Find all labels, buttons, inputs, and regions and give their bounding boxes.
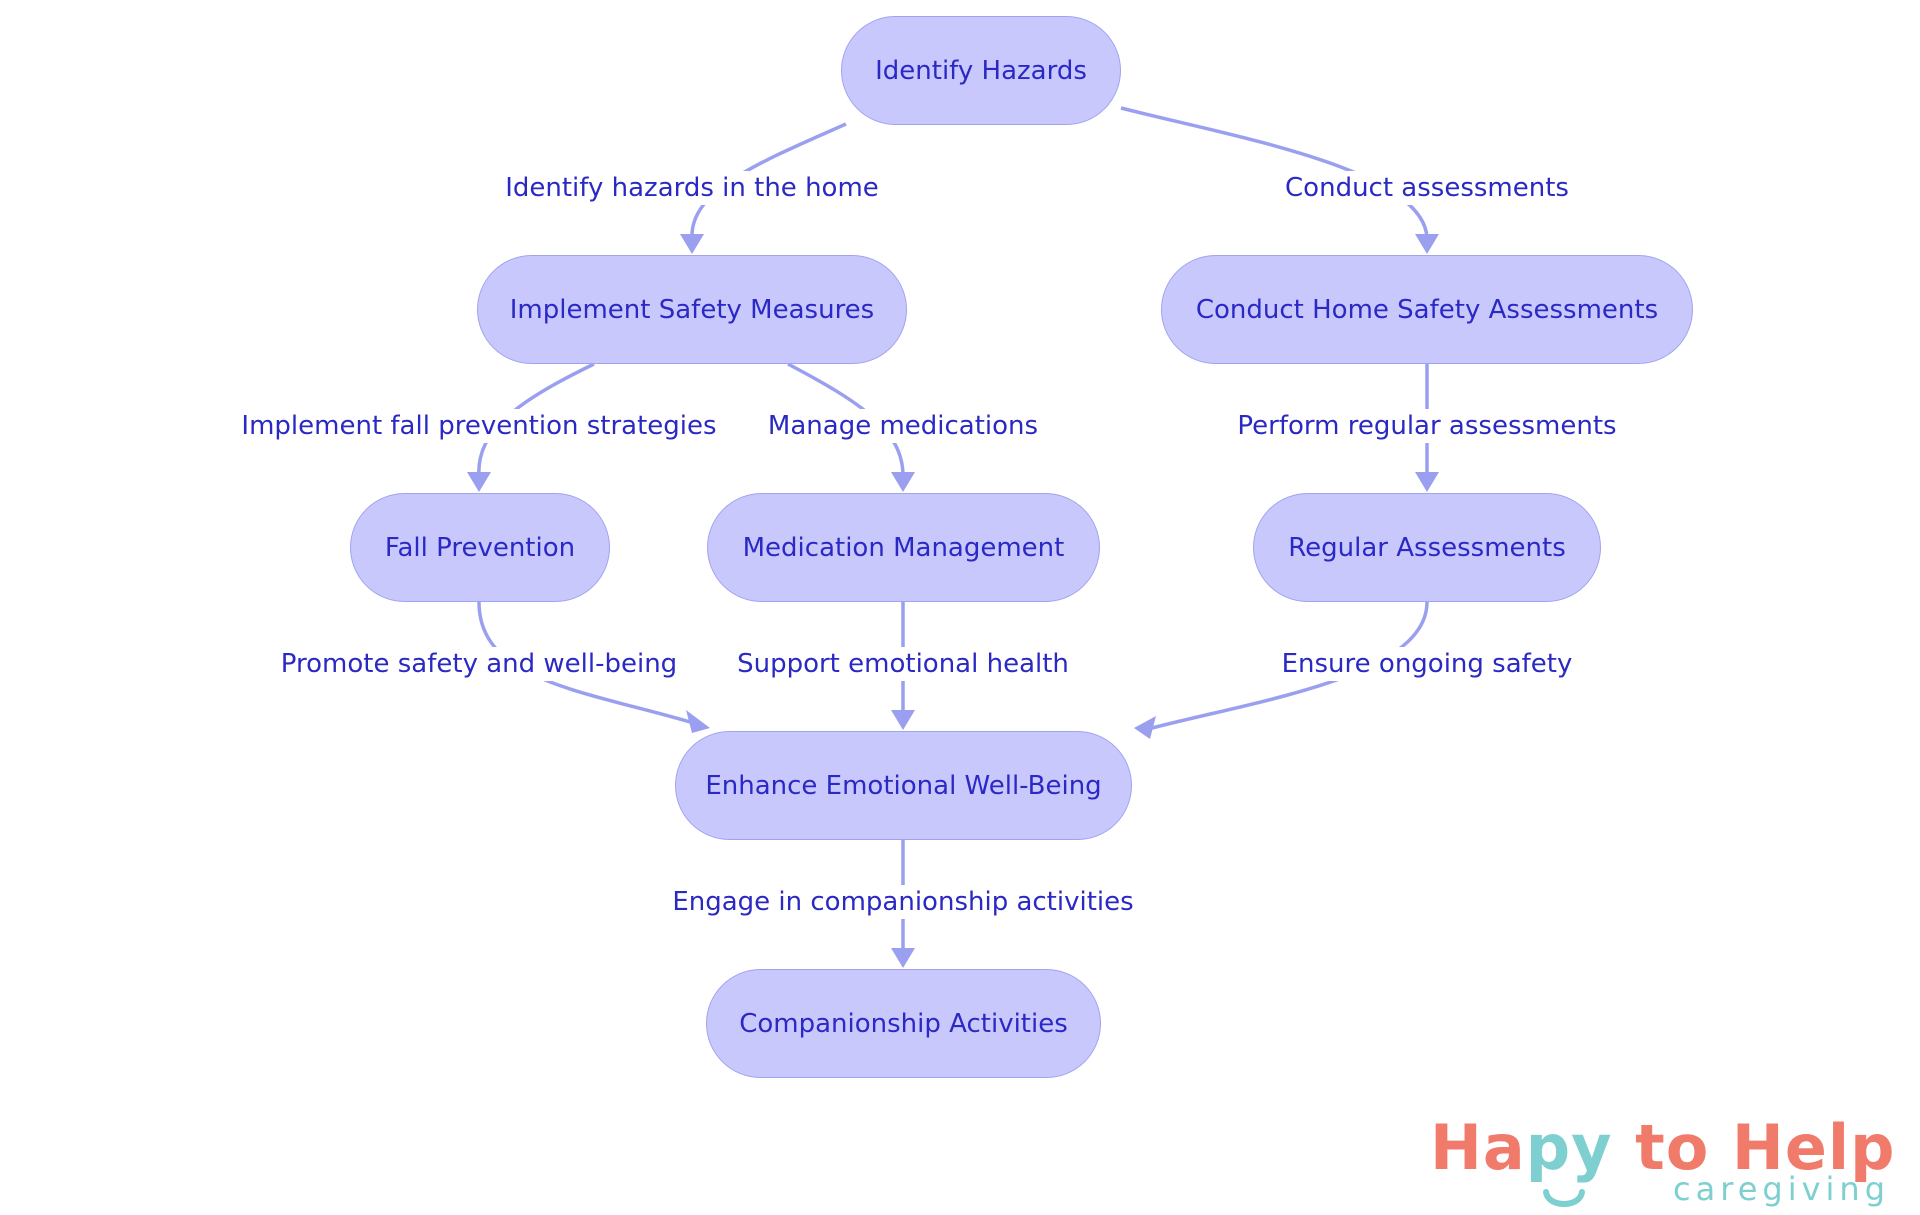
edge-label-support-emotional-health: Support emotional health [734,647,1072,681]
edge-label-fall-prevention-strategies: Implement fall prevention strategies [238,409,720,443]
arrowhead [467,472,491,492]
node-implement-safety-measures: Implement Safety Measures [477,255,907,364]
node-regular-assessments: Regular Assessments [1253,493,1601,602]
arrowhead [891,472,915,492]
node-regular-assessments-label: Regular Assessments [1288,532,1566,563]
logo-word-part1: Ha [1430,1111,1526,1184]
edge-label-ensure-ongoing-safety: Ensure ongoing safety [1278,647,1576,681]
logo-word-part2: py [1525,1111,1613,1184]
brand-logo: Hapy to Help caregiving [1430,1110,1900,1210]
logo-wordmark: Hapy to Help [1430,1110,1896,1186]
edge-label-conduct-assessments: Conduct assessments [1282,171,1572,205]
edge-label-perform-regular-assessments: Perform regular assessments [1234,409,1620,443]
node-conduct-home-safety-assessments-label: Conduct Home Safety Assessments [1195,294,1659,325]
logo-word-part3: to Help [1612,1111,1896,1184]
node-fall-prevention: Fall Prevention [350,493,610,602]
edge-label-companionship-activities: Engage in companionship activities [669,885,1137,919]
node-fall-prevention-label: Fall Prevention [384,532,576,563]
edge-label-promote-safety: Promote safety and well-being [277,647,681,681]
node-enhance-emotional-well-being: Enhance Emotional Well-Being [675,731,1132,840]
edge-label-identify-hazards-in-home: Identify hazards in the home [502,171,882,205]
edge-identify-to-conduct [1120,106,1429,239]
node-conduct-home-safety-assessments: Conduct Home Safety Assessments [1161,255,1693,364]
node-enhance-emotional-well-being-label: Enhance Emotional Well-Being [705,770,1102,801]
arrowhead [1415,234,1439,254]
node-medication-management: Medication Management [707,493,1100,602]
arrowhead [680,234,704,254]
smile-icon [1543,1189,1585,1207]
node-identify-hazards-label: Identify Hazards [875,55,1087,86]
arrowhead [686,710,710,733]
node-identify-hazards: Identify Hazards [841,16,1121,125]
arrowhead [1134,716,1156,739]
node-medication-management-label: Medication Management [742,532,1065,563]
arrowhead [891,948,915,968]
logo-tagline: caregiving [1673,1170,1890,1208]
node-companionship-activities: Companionship Activities [706,969,1101,1078]
node-companionship-activities-label: Companionship Activities [739,1008,1068,1039]
arrowhead [891,710,915,730]
node-implement-safety-measures-label: Implement Safety Measures [509,294,875,325]
edge-regular-to-enhance [1151,601,1429,730]
edge-label-manage-medications: Manage medications [764,409,1042,443]
arrowhead [1415,472,1439,492]
